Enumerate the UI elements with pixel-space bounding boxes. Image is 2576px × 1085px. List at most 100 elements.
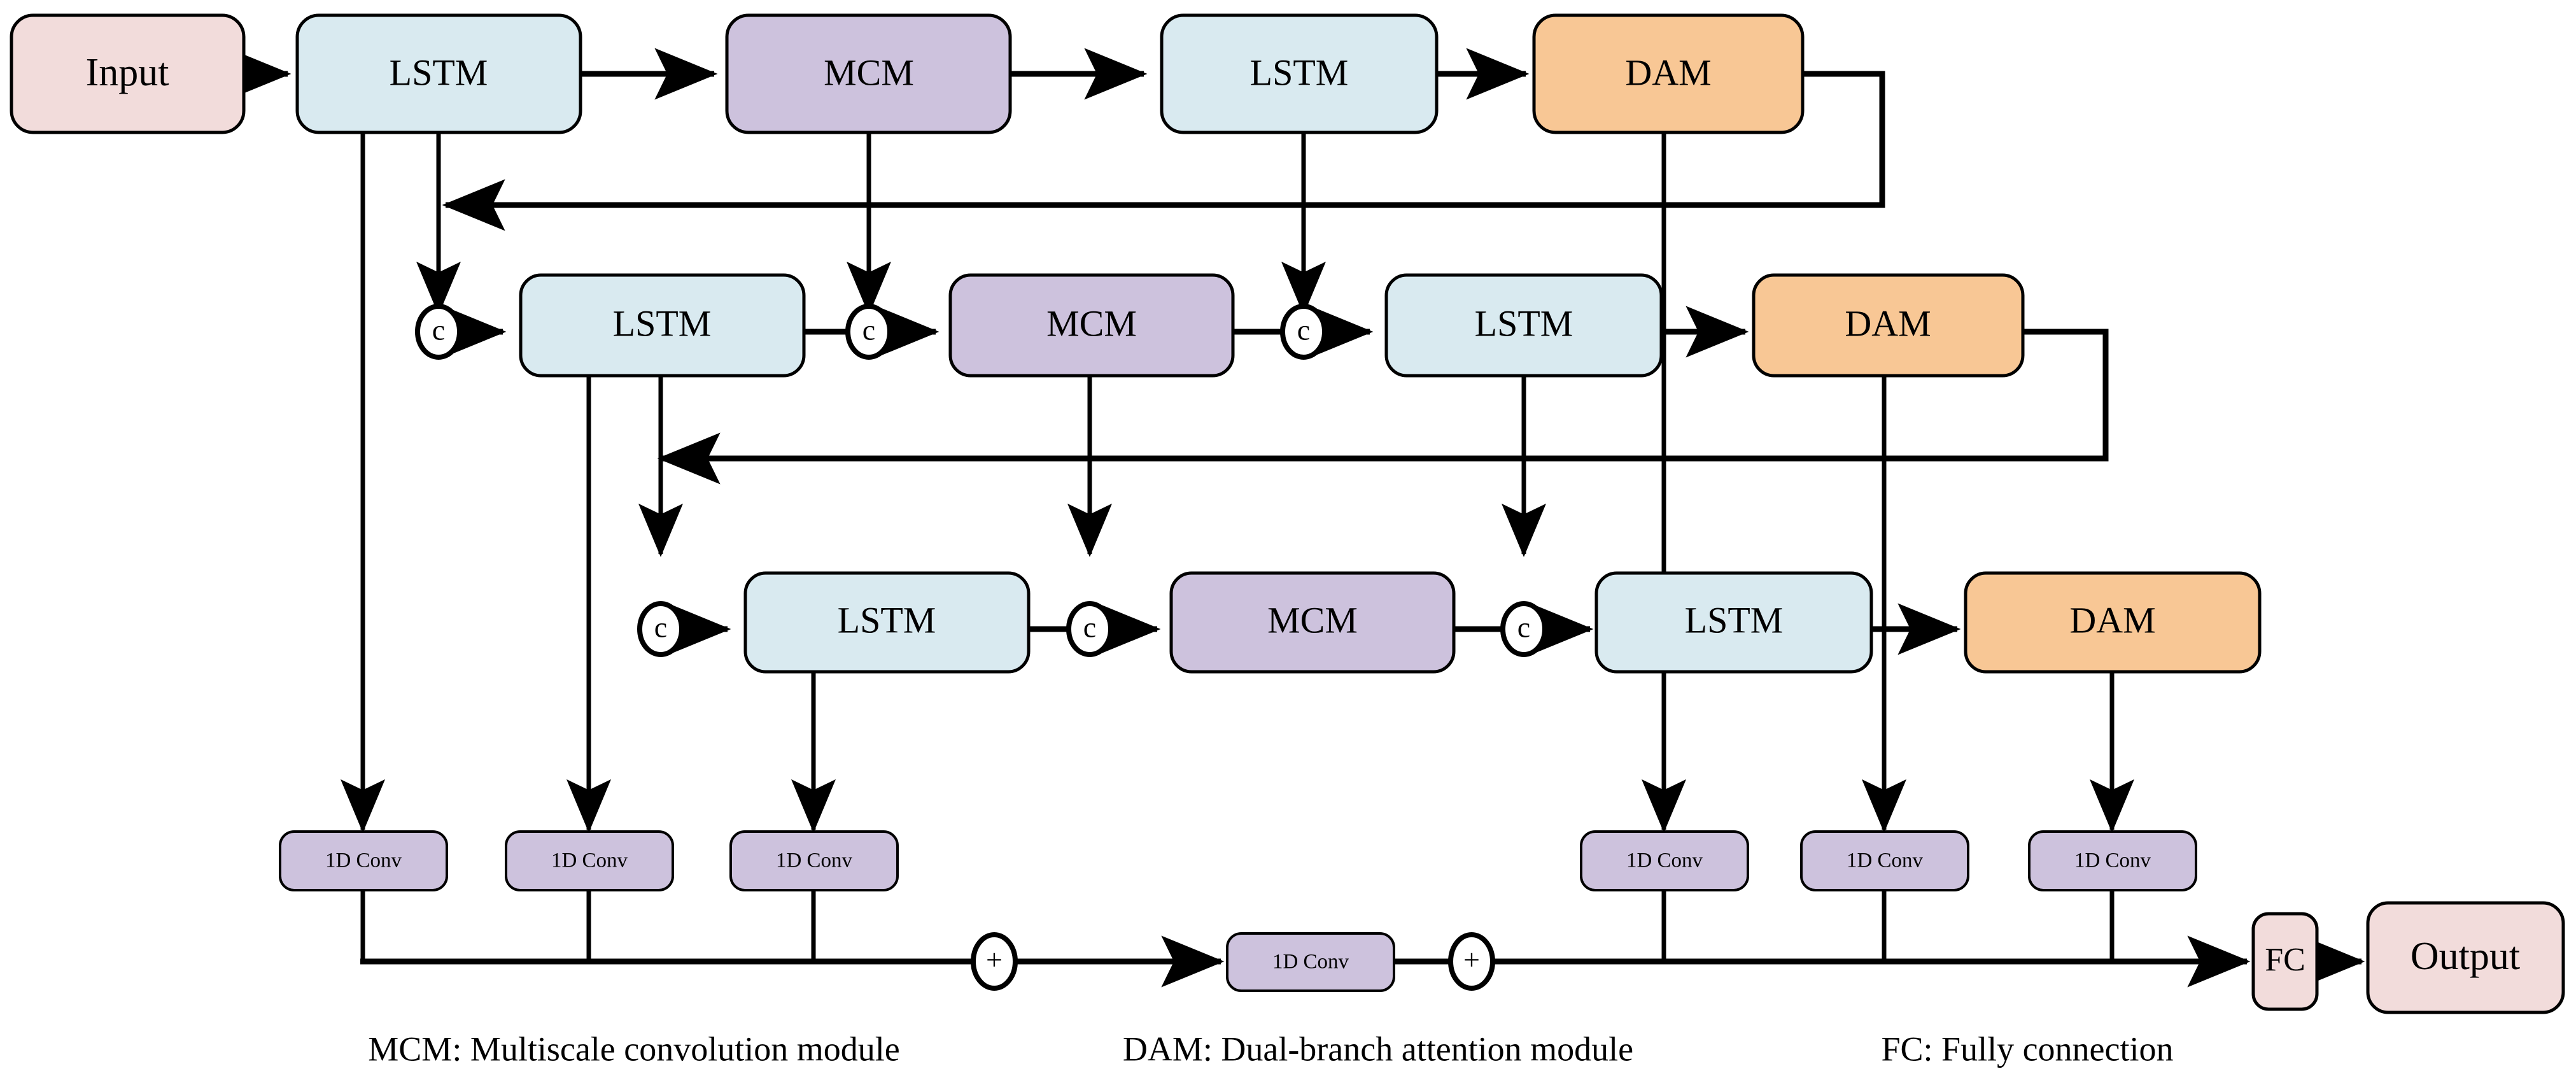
lstm-3a-label: LSTM xyxy=(838,599,936,641)
node-add-1[interactable]: + xyxy=(971,932,1018,991)
conv-merge-box[interactable] xyxy=(1226,932,1395,992)
lstm-3b-label: LSTM xyxy=(1685,599,1784,641)
edge-dam1-feedback-to-row2 xyxy=(442,71,1885,231)
concat-3c-label: c xyxy=(1517,611,1530,644)
mcm-1-box[interactable] xyxy=(725,13,1012,134)
concat-2b-label: c xyxy=(862,314,875,346)
legend-fc-text: FC: Fully connection xyxy=(1882,1030,2174,1068)
edge-layer xyxy=(228,48,2365,988)
dam-2-box[interactable] xyxy=(1752,273,2025,378)
row-2: c LSTM c MCM c LSTM DAM xyxy=(415,273,2025,378)
conv-6-box[interactable] xyxy=(2028,830,2197,891)
lstm-3a-box[interactable] xyxy=(743,571,1031,674)
legend: MCM: Multiscale convolution module DAM: … xyxy=(368,1030,2173,1068)
edge-dam2-feedback-to-row3 xyxy=(657,329,2109,485)
concat-3a-label: c xyxy=(654,611,667,644)
mcm-3-box[interactable] xyxy=(1169,571,1456,674)
node-output[interactable]: Output xyxy=(2366,901,2565,1014)
mcm-2-label: MCM xyxy=(1046,302,1137,344)
conv-5-label: 1D Conv xyxy=(1847,849,1924,872)
conv-5-box[interactable] xyxy=(1800,830,1969,891)
mcm-1-label: MCM xyxy=(824,52,914,93)
conv-4-box[interactable] xyxy=(1580,830,1749,891)
node-lstm-2a[interactable]: LSTM xyxy=(519,273,806,378)
conv-1-label: 1D Conv xyxy=(325,849,402,872)
conv-2-box[interactable] xyxy=(505,830,674,891)
lstm-1a-label: LSTM xyxy=(390,52,488,93)
concat-2b-circle[interactable] xyxy=(845,304,892,360)
input-box[interactable] xyxy=(10,13,246,134)
lstm-2b-box[interactable] xyxy=(1384,273,1663,378)
dam-2-label: DAM xyxy=(1845,302,1931,344)
add-1-label: + xyxy=(986,944,1003,976)
legend-dam-text: DAM: Dual-branch attention module xyxy=(1123,1030,1633,1068)
output-label: Output xyxy=(2411,935,2520,978)
mcm-2-box[interactable] xyxy=(948,273,1235,378)
node-concat-3c[interactable]: c xyxy=(1500,601,1547,657)
conv-3-label: 1D Conv xyxy=(776,849,853,872)
node-mcm-1[interactable]: MCM xyxy=(725,13,1012,134)
node-lstm-3b[interactable]: LSTM xyxy=(1594,571,1873,674)
node-concat-3b[interactable]: c xyxy=(1066,601,1113,657)
node-conv-6[interactable]: 1D Conv xyxy=(2028,830,2197,891)
node-concat-2c[interactable]: c xyxy=(1280,304,1327,360)
lstm-2b-label: LSTM xyxy=(1475,302,1573,344)
node-conv-3[interactable]: 1D Conv xyxy=(729,830,899,891)
concat-3b-circle[interactable] xyxy=(1066,601,1113,657)
node-lstm-1a[interactable]: LSTM xyxy=(295,13,582,134)
concat-3c-circle[interactable] xyxy=(1500,601,1547,657)
conv-1-box[interactable] xyxy=(279,830,448,891)
conv-6-label: 1D Conv xyxy=(2074,849,2151,872)
node-input[interactable]: Input xyxy=(10,13,246,134)
node-conv-5[interactable]: 1D Conv xyxy=(1800,830,1969,891)
conv-2-label: 1D Conv xyxy=(551,849,628,872)
node-concat-3a[interactable]: c xyxy=(637,601,684,657)
node-concat-2a[interactable]: c xyxy=(415,304,462,360)
dam-3-label: DAM xyxy=(2069,599,2155,641)
node-lstm-2b[interactable]: LSTM xyxy=(1384,273,1663,378)
node-lstm-3a[interactable]: LSTM xyxy=(743,571,1031,674)
node-conv-4[interactable]: 1D Conv xyxy=(1580,830,1749,891)
node-conv-1[interactable]: 1D Conv xyxy=(279,830,448,891)
add-1-circle[interactable] xyxy=(971,932,1018,991)
node-mcm-2[interactable]: MCM xyxy=(948,273,1235,378)
concat-2a-circle[interactable] xyxy=(415,304,462,360)
lstm-1a-box[interactable] xyxy=(295,13,582,134)
row-1: Input LSTM MCM LSTM DAM xyxy=(10,13,1805,134)
lstm-1b-label: LSTM xyxy=(1250,52,1349,93)
concat-2c-label: c xyxy=(1297,314,1310,346)
conv-row: 1D Conv 1D Conv 1D Conv 1D Conv 1D Conv … xyxy=(279,830,2197,891)
conv-3-box[interactable] xyxy=(729,830,899,891)
dam-3-box[interactable] xyxy=(1964,571,2262,674)
concat-2c-circle[interactable] xyxy=(1280,304,1327,360)
output-box[interactable] xyxy=(2366,901,2565,1014)
lstm-3b-box[interactable] xyxy=(1594,571,1873,674)
dam-1-box[interactable] xyxy=(1532,13,1805,134)
add-2-circle[interactable] xyxy=(1448,932,1495,991)
lstm-2a-box[interactable] xyxy=(519,273,806,378)
conv-merge-label: 1D Conv xyxy=(1272,951,1349,974)
conv-4-label: 1D Conv xyxy=(1626,849,1703,872)
node-conv-merge[interactable]: 1D Conv xyxy=(1226,932,1395,992)
concat-3b-label: c xyxy=(1083,611,1096,644)
node-lstm-1b[interactable]: LSTM xyxy=(1160,13,1439,134)
node-conv-2[interactable]: 1D Conv xyxy=(505,830,674,891)
node-dam-3[interactable]: DAM xyxy=(1964,571,2262,674)
lstm-2a-label: LSTM xyxy=(613,302,712,344)
node-dam-1[interactable]: DAM xyxy=(1532,13,1805,134)
concat-3a-circle[interactable] xyxy=(637,601,684,657)
fusion-row: + 1D Conv + FC Output xyxy=(971,901,2565,1014)
node-add-2[interactable]: + xyxy=(1448,932,1495,991)
dam-1-label: DAM xyxy=(1625,52,1711,93)
legend-mcm-text: MCM: Multiscale convolution module xyxy=(368,1030,899,1068)
add-2-label: + xyxy=(1463,944,1480,976)
fc-box[interactable] xyxy=(2251,912,2319,1011)
node-concat-2b[interactable]: c xyxy=(845,304,892,360)
concat-2a-label: c xyxy=(432,314,445,346)
node-dam-2[interactable]: DAM xyxy=(1752,273,2025,378)
node-mcm-3[interactable]: MCM xyxy=(1169,571,1456,674)
node-fc[interactable]: FC xyxy=(2251,912,2319,1011)
lstm-1b-box[interactable] xyxy=(1160,13,1439,134)
